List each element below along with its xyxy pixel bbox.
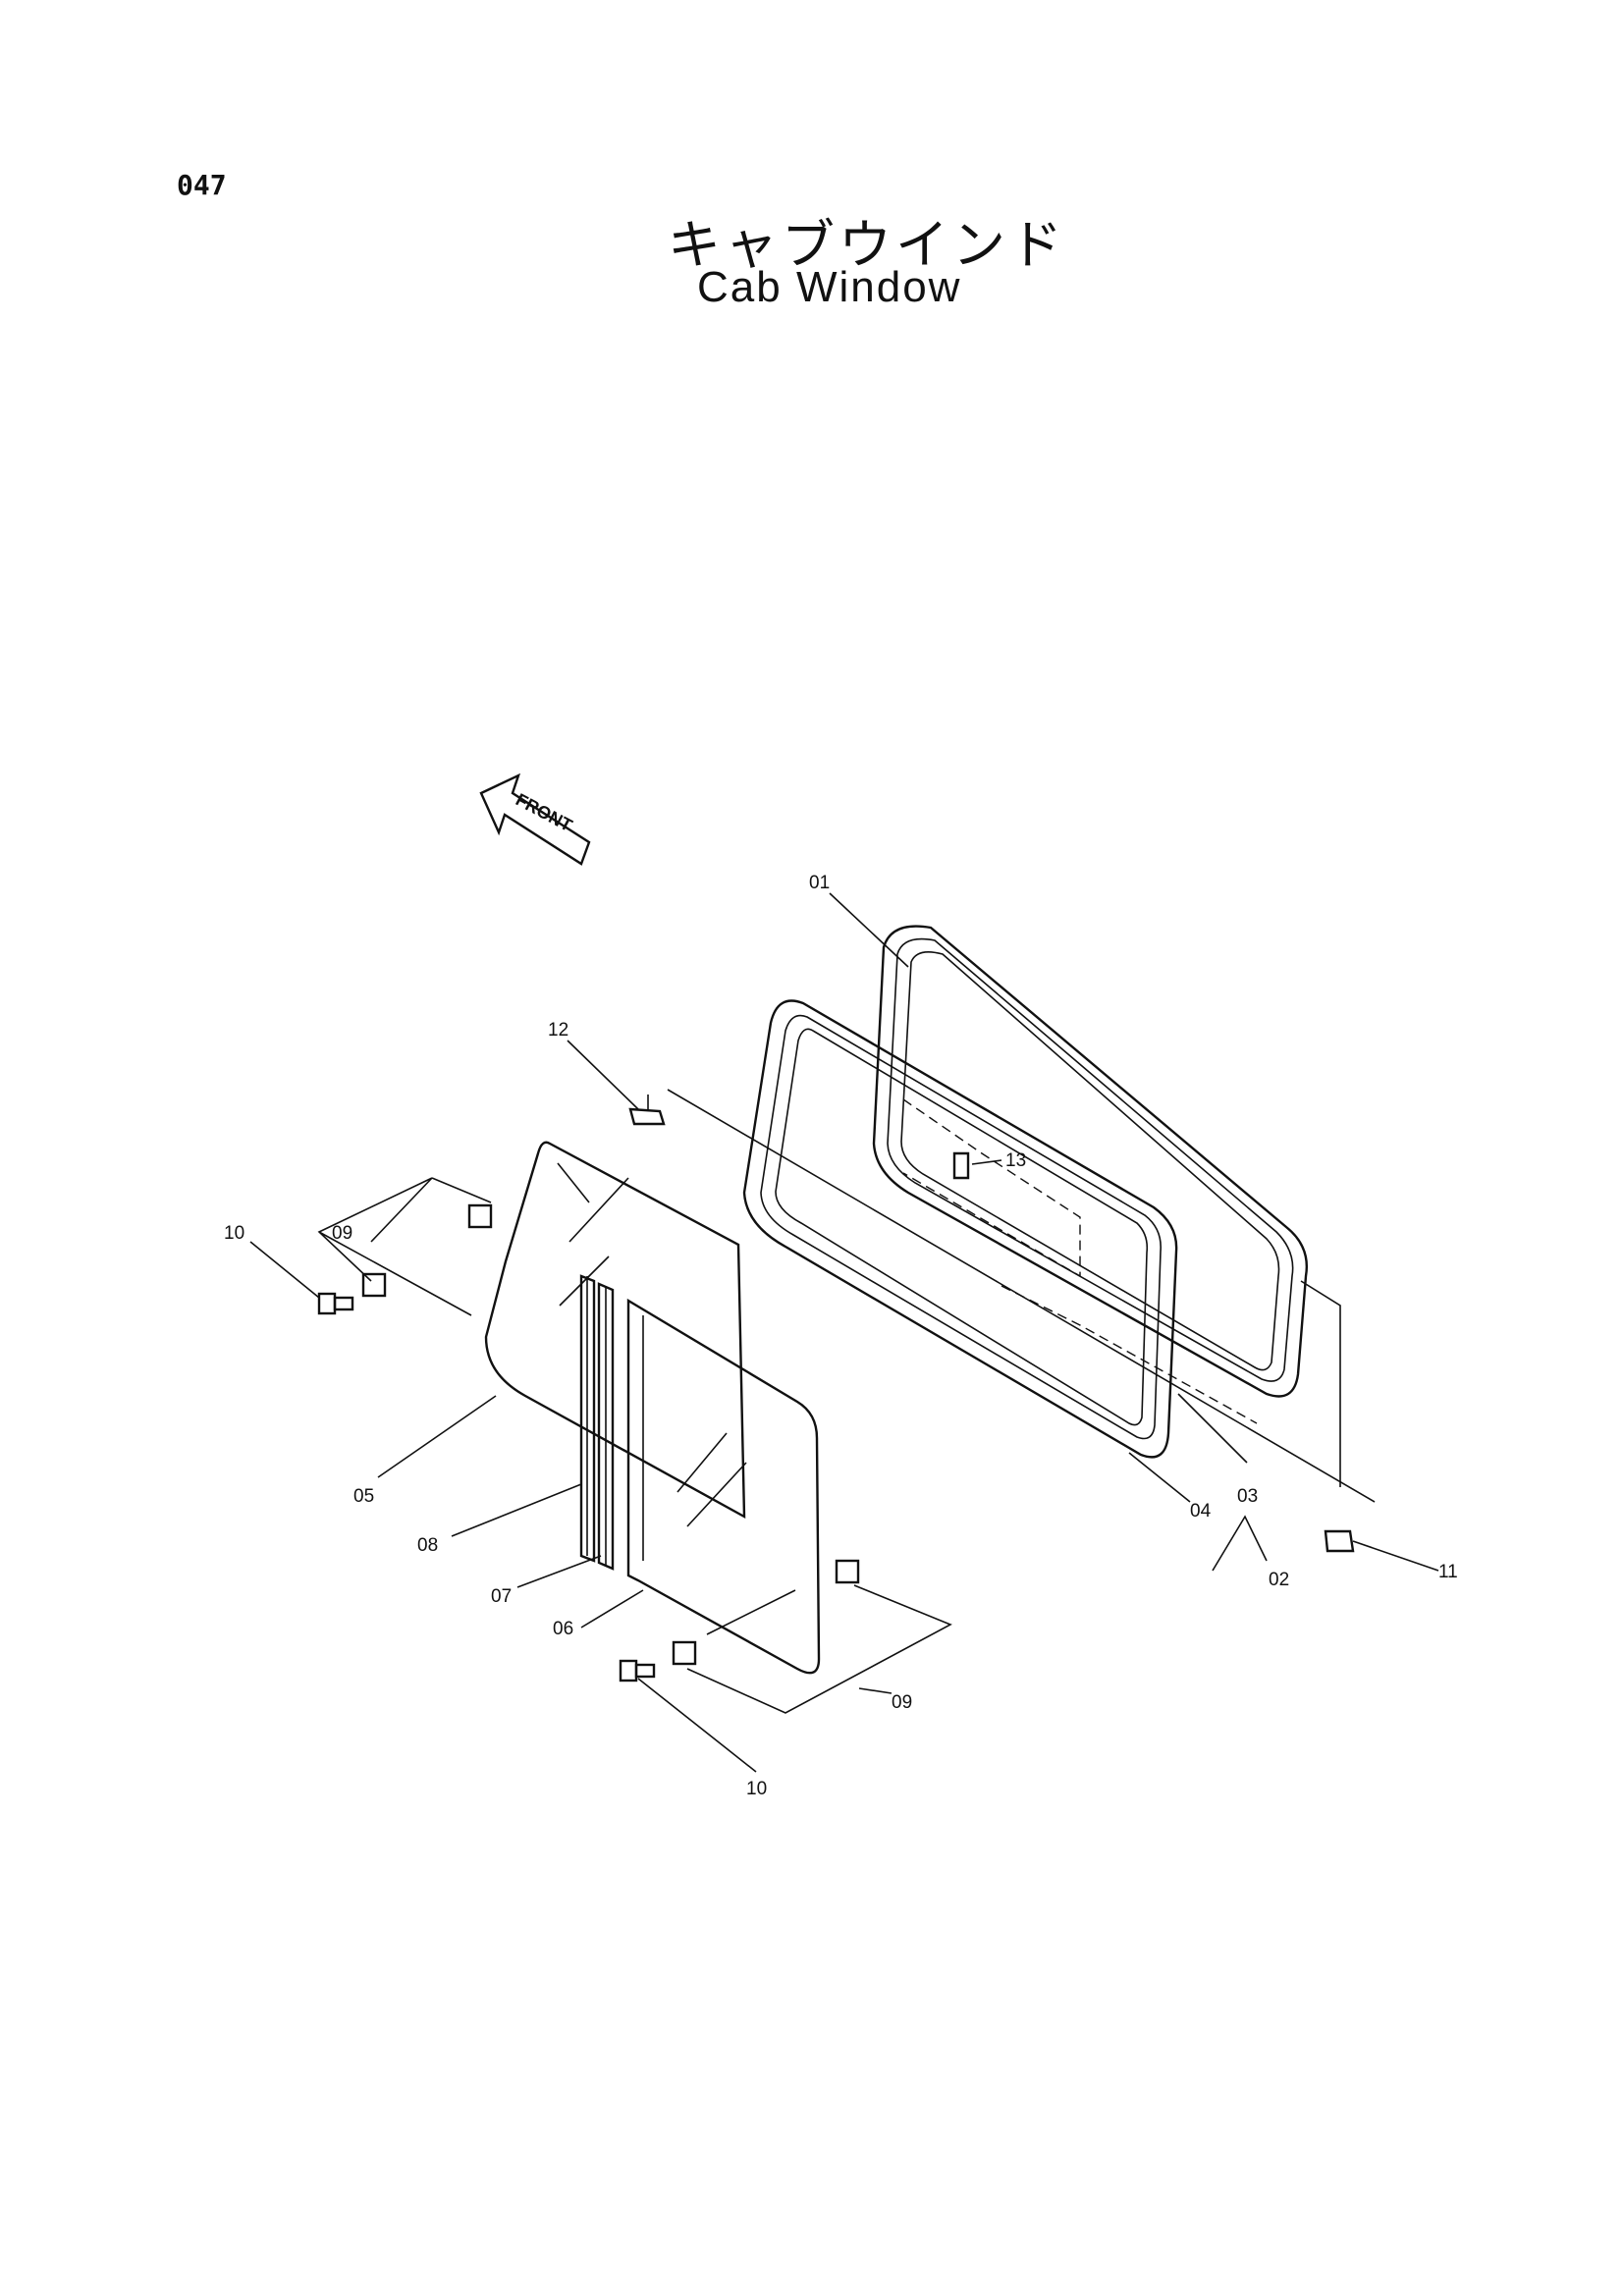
- latch-bracket-lower: [672, 1559, 952, 1714]
- callout-04: 04: [1190, 1501, 1212, 1522]
- title-japanese: キャブウインド: [668, 214, 1066, 276]
- callout-10-lower: 10: [746, 1779, 767, 1799]
- page-number: 047: [177, 169, 227, 201]
- callout-11: 11: [1438, 1562, 1458, 1582]
- callout-12: 12: [548, 1020, 568, 1041]
- inner-weatherstrip: [742, 999, 1178, 1459]
- callout-10-upper: 10: [224, 1223, 244, 1244]
- callout-13: 13: [1005, 1150, 1026, 1171]
- callout-08: 08: [417, 1535, 438, 1556]
- glass-channel: [579, 1274, 615, 1571]
- callout-05: 05: [353, 1486, 374, 1507]
- callout-01: 01: [809, 873, 830, 893]
- callout-02: 02: [1269, 1570, 1289, 1590]
- title-english: Cab Window: [697, 263, 962, 311]
- front-arrow-icon: FRONT: [479, 773, 591, 866]
- front-arrow-label: FRONT: [513, 789, 575, 835]
- callout-09-lower: 09: [892, 1692, 912, 1713]
- hidden-lines: [667, 1089, 1376, 1503]
- callout-03: 03: [1237, 1486, 1258, 1507]
- pin-part: [952, 1151, 970, 1180]
- leader-lines: [249, 892, 1439, 1773]
- bolt-icon-upper: [317, 1292, 354, 1315]
- callout-06: 06: [553, 1619, 573, 1639]
- clip-part: [1324, 1529, 1355, 1553]
- latch-bracket-upper: [317, 1177, 493, 1316]
- sliding-glass: [626, 1298, 821, 1675]
- outer-weatherstrip: [872, 925, 1308, 1398]
- fixed-glass: [484, 1141, 746, 1520]
- bolt-icon-lower: [619, 1659, 656, 1682]
- callout-07: 07: [491, 1586, 512, 1607]
- callout-09-upper: 09: [332, 1223, 352, 1244]
- stopper-part: [628, 1095, 666, 1126]
